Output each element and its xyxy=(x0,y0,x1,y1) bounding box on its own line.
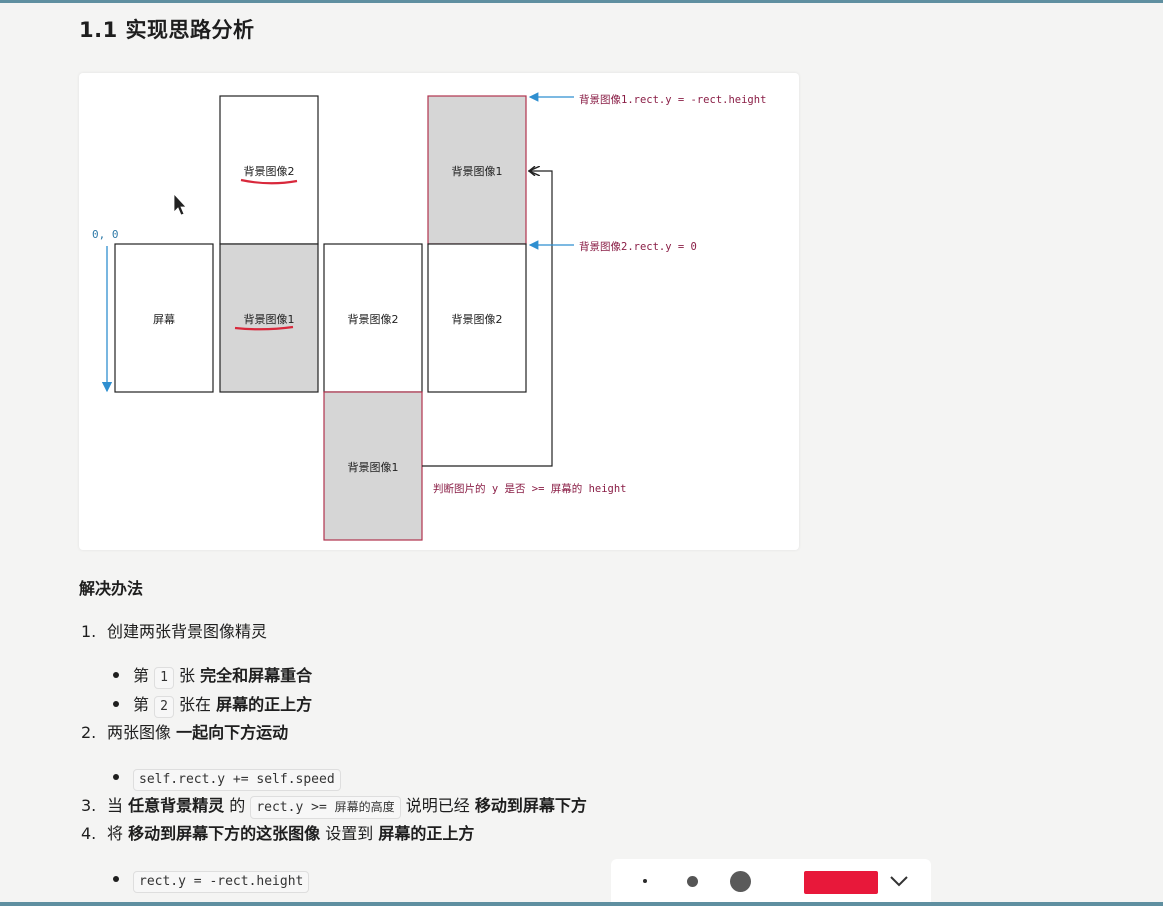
annotation-toolbar xyxy=(611,859,931,903)
screen-label: 屏幕 xyxy=(153,312,175,326)
step-1-bullet-b: 第 2 张在 屏幕的正上方 xyxy=(113,694,312,718)
solution-heading: 解决办法 xyxy=(79,579,144,598)
bg1-box-col3 xyxy=(323,391,423,541)
bullet xyxy=(113,773,119,780)
bg2-box-col4 xyxy=(427,243,527,393)
step-3-code: rect.y >= 屏幕的高度 xyxy=(250,796,401,819)
bg1-box-col2 xyxy=(219,243,319,393)
chevron-down-icon[interactable] xyxy=(887,871,911,891)
bg1-label-col3: 背景图像1 xyxy=(348,460,399,474)
bg2-label-col3: 背景图像2 xyxy=(348,312,399,326)
annotation-bottom: 判断图片的 y 是否 >= 屏幕的 height xyxy=(433,482,627,495)
pen-size-large-button[interactable] xyxy=(730,871,751,892)
underline-bg2 xyxy=(240,178,298,185)
diagram-svg: 0, 0 屏幕 背景图像2 背景图像1 背景图像2 背景图像1 背景图像1 背景… xyxy=(92,92,766,541)
step-4-bullet-a: rect.y = -rect.height xyxy=(113,869,310,893)
diagram-figure: 0, 0 屏幕 背景图像2 背景图像1 背景图像2 背景图像1 背景图像1 背景… xyxy=(79,73,799,550)
bg1-label-col4: 背景图像1 xyxy=(452,164,503,178)
step-2-bullet-a: self.rect.y += self.speed xyxy=(113,767,341,791)
bullet xyxy=(113,875,119,882)
bg2-box-col2 xyxy=(219,95,319,245)
annotation-top: 背景图像1.rect.y = -rect.height xyxy=(579,93,766,106)
underline-bg1 xyxy=(234,325,294,331)
pen-size-small-button[interactable] xyxy=(643,879,647,883)
bg2-label-col4: 背景图像2 xyxy=(452,312,503,326)
bg2-label-col2: 背景图像2 xyxy=(244,164,295,178)
step-3: 3.当 任意背景精灵 的 rect.y >= 屏幕的高度 说明已经 移动到屏幕下… xyxy=(81,795,587,819)
section-title: 1.1 实现思路分析 xyxy=(79,18,255,42)
step-2: 2.两张图像 一起向下方运动 xyxy=(81,723,289,742)
loop-connector xyxy=(422,171,553,467)
pen-size-medium-button[interactable] xyxy=(687,876,698,887)
color-swatch-button[interactable] xyxy=(804,871,878,894)
step-4: 4.将 移动到屏幕下方的这张图像 设置到 屏幕的正上方 xyxy=(81,824,475,843)
bg2-box-col3 xyxy=(323,243,423,393)
annotation-mid: 背景图像2.rect.y = 0 xyxy=(579,240,697,253)
top-rule xyxy=(0,0,1163,3)
step-1-bullet-a: 第 1 张 完全和屏幕重合 xyxy=(113,665,312,689)
bottom-rule xyxy=(0,902,1163,906)
screen-box xyxy=(114,243,214,393)
bullet xyxy=(113,700,119,707)
bullet xyxy=(113,671,119,678)
step-1: 1.创建两张背景图像精灵 xyxy=(81,622,268,641)
bg1-label-col2: 背景图像1 xyxy=(244,312,295,326)
mouse-cursor-icon xyxy=(173,192,187,216)
origin-label: 0, 0 xyxy=(92,228,119,241)
